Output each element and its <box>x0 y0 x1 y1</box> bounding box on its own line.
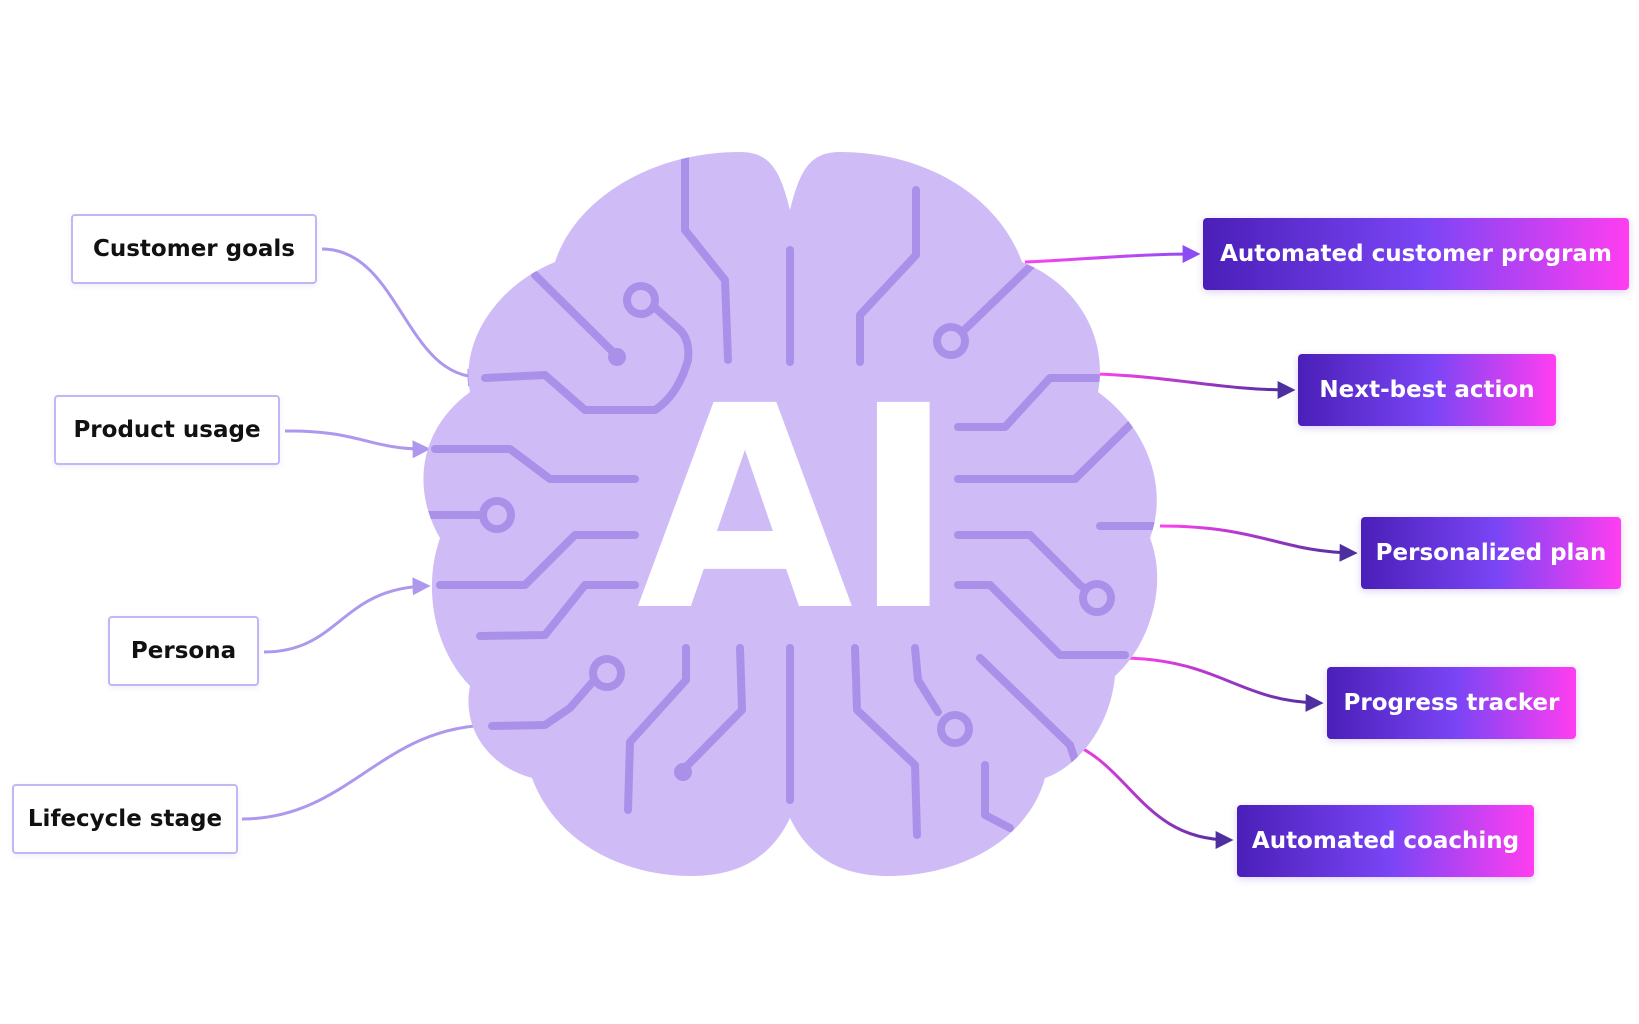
connector-automated-coaching <box>1061 738 1234 849</box>
output-personalized-plan: Personalized plan <box>1361 517 1621 589</box>
connector-next-best-action <box>1094 372 1296 399</box>
input-persona: Persona <box>108 616 259 686</box>
input-lifecycle-stage: Lifecycle stage <box>12 784 238 854</box>
ai-label: AI <box>637 347 954 673</box>
connector-lifecycle-stage <box>241 716 498 821</box>
output-label: Next-best action <box>1319 377 1535 403</box>
connector-progress-tracker <box>1124 656 1324 712</box>
output-automated-customer-program: Automated customer program <box>1203 218 1629 290</box>
output-label: Progress tracker <box>1343 690 1560 716</box>
output-next-best-action: Next-best action <box>1298 354 1556 426</box>
output-automated-coaching: Automated coaching <box>1237 805 1534 877</box>
output-label: Automated customer program <box>1220 241 1612 267</box>
connector-personalized-plan <box>1159 524 1358 562</box>
input-label: Product usage <box>73 417 261 443</box>
connector-customer-goals <box>321 247 486 387</box>
input-label: Lifecycle stage <box>27 806 223 832</box>
brain-circuit-icon: AI <box>423 152 1158 876</box>
output-label: Automated coaching <box>1251 828 1520 854</box>
connector-product-usage <box>284 429 431 459</box>
connector-persona <box>263 577 431 654</box>
input-customer-goals: Customer goals <box>71 214 317 284</box>
output-label: Personalized plan <box>1375 540 1607 566</box>
input-label: Persona <box>130 638 237 664</box>
output-progress-tracker: Progress tracker <box>1327 667 1576 739</box>
connector-automated-customer-program <box>1024 245 1201 264</box>
input-product-usage: Product usage <box>54 395 280 465</box>
input-label: Customer goals <box>92 236 295 262</box>
